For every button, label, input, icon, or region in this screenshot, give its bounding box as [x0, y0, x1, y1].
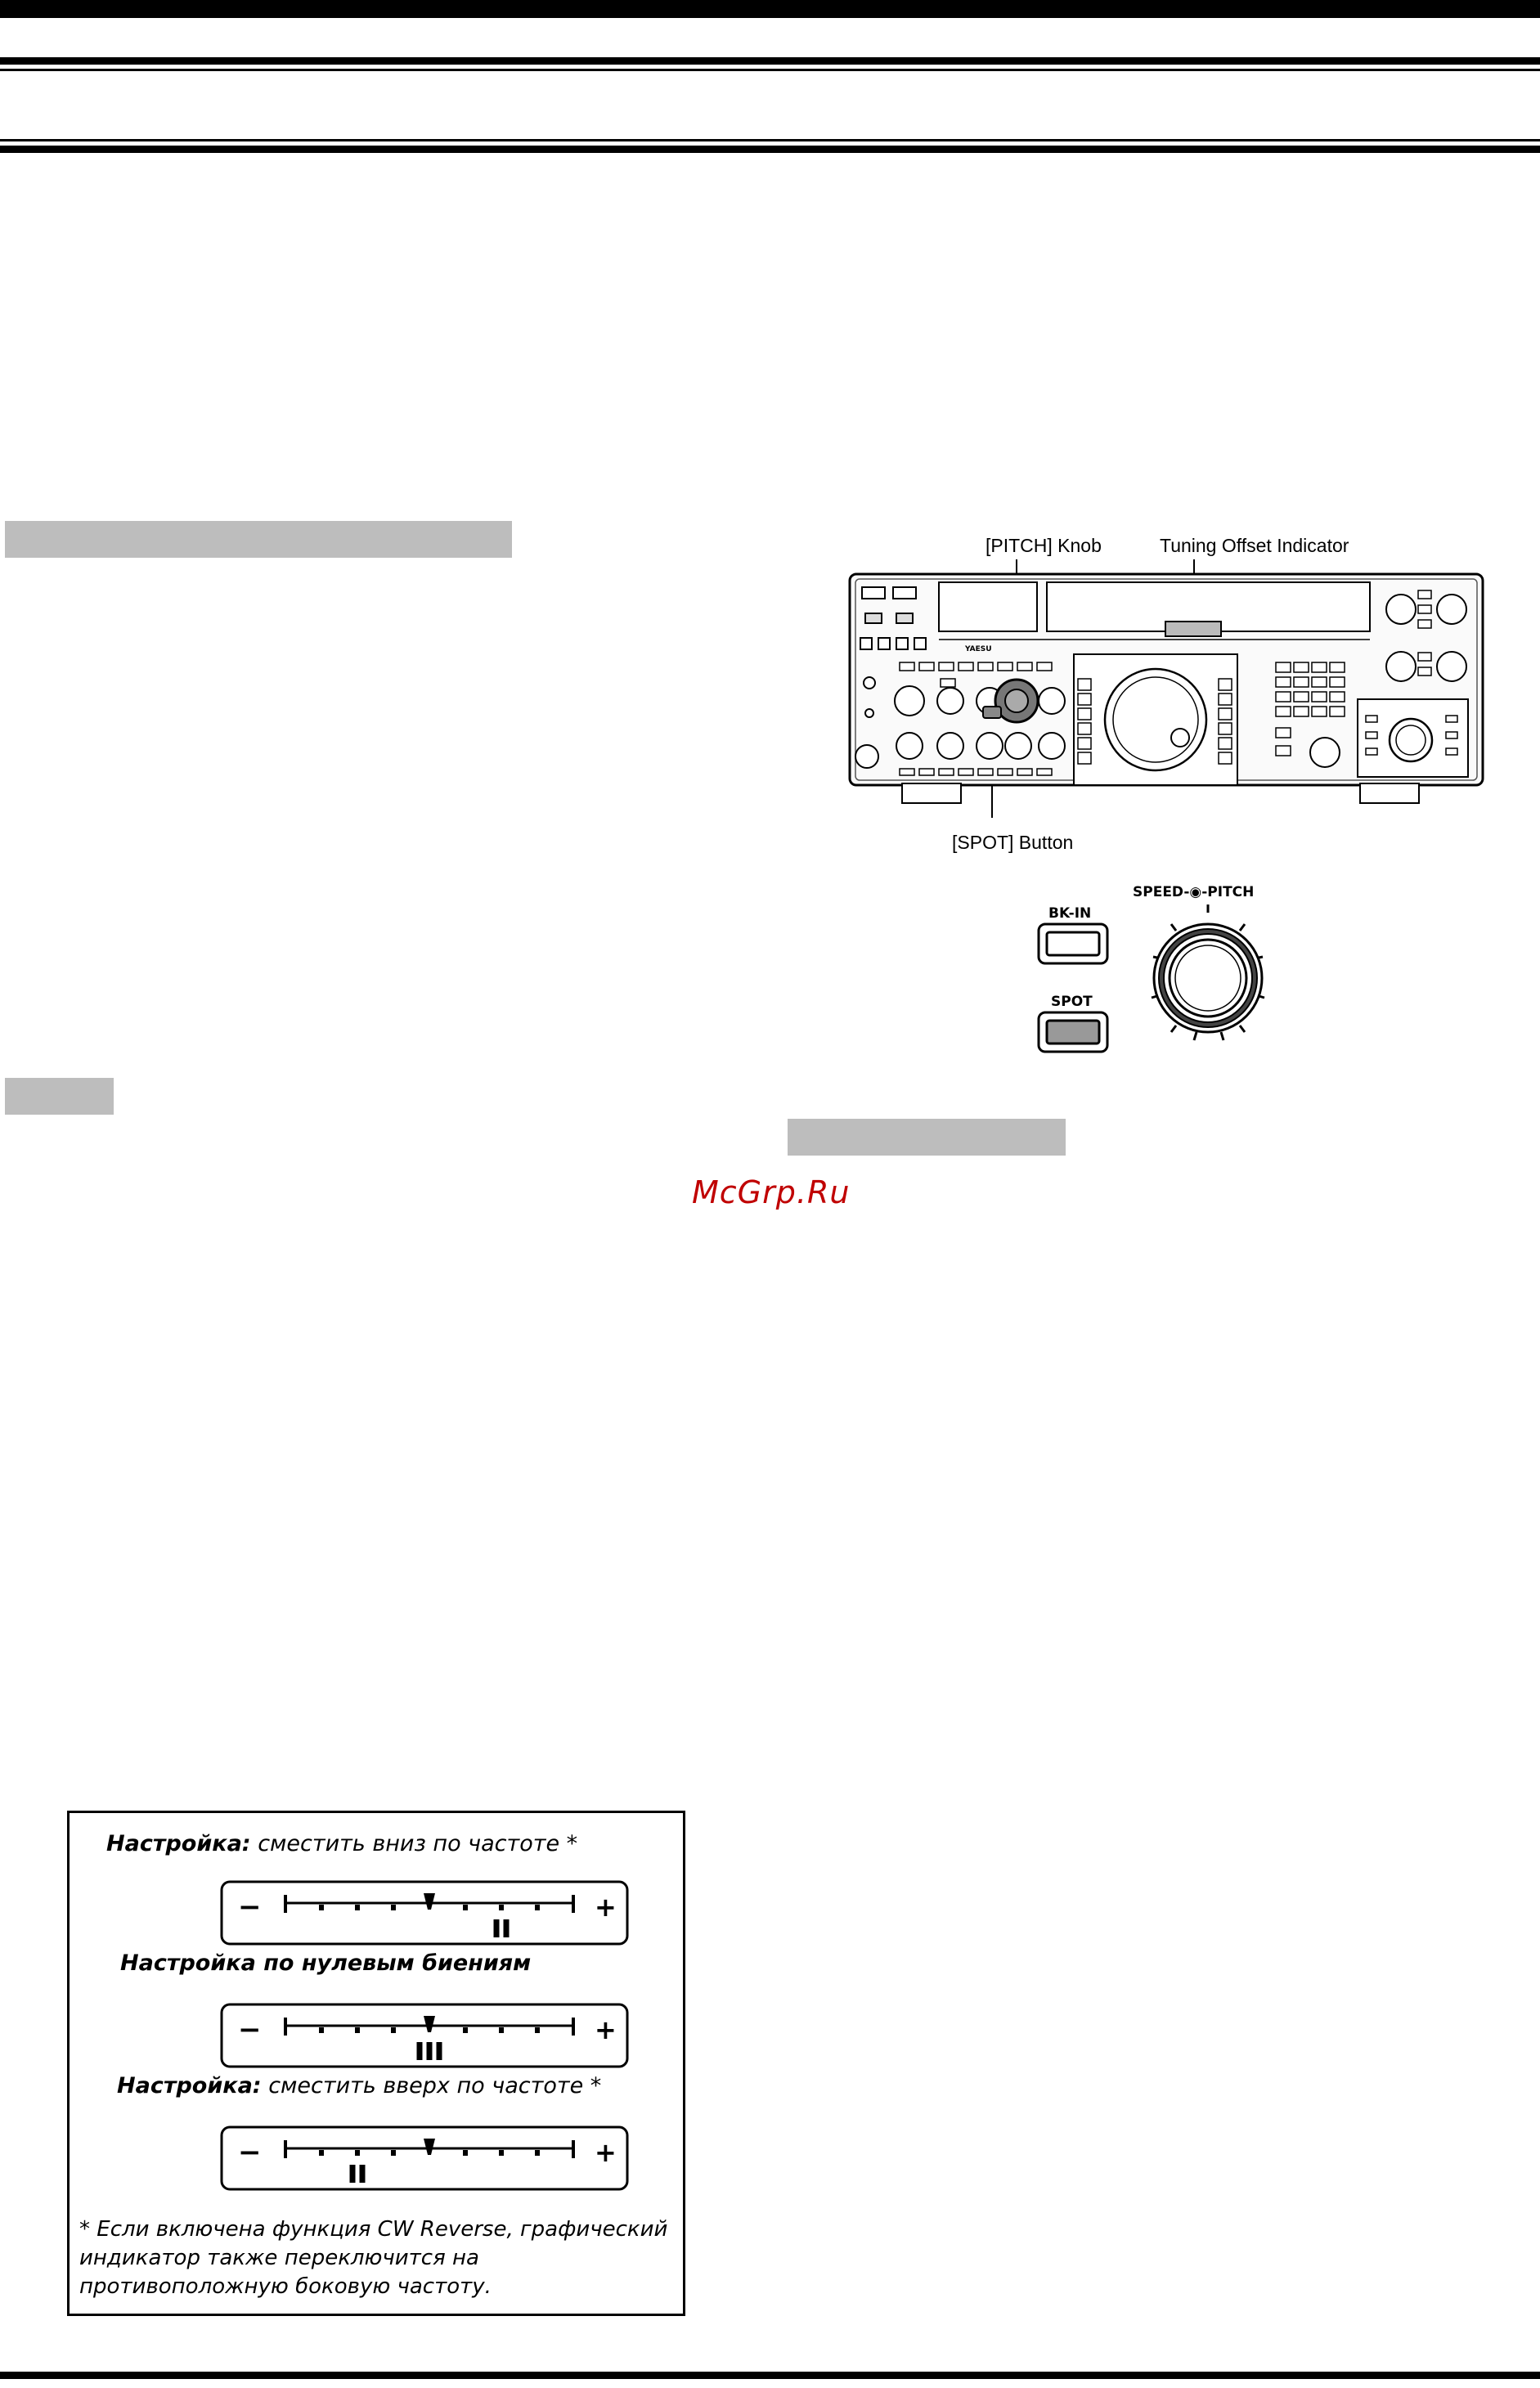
speed-pitch-label: SPEED-◉-PITCH: [1133, 884, 1254, 900]
footer-rule: [0, 2372, 1540, 2379]
plus-sign: +: [595, 2137, 617, 2168]
tuning-zero-beat-title: Настройка по нулевым биениям: [120, 1950, 531, 1976]
indicator-scale-down: −+: [220, 1880, 629, 1950]
plus-sign: +: [595, 1892, 617, 1923]
section-heading-bar-3: [788, 1119, 1066, 1156]
tuning-down-title-rest: сместить вниз по частоте *: [250, 1831, 578, 1856]
offset-indicator-bar: [349, 2165, 356, 2183]
plus-sign: +: [595, 2014, 617, 2045]
offset-indicator-bar: [426, 2042, 433, 2060]
spot-label: SPOT: [1051, 994, 1093, 1010]
indicator-scale-up: −+: [220, 2125, 629, 2196]
brand-text: YAESU: [964, 645, 992, 653]
spot-pitch-closeup-diagram: BK-IN SPOT SPEED-◉-PITCH: [1037, 884, 1265, 1053]
header-rule-upper-thick: [0, 57, 1540, 65]
scale-graphic-zero: −+: [220, 2003, 629, 2068]
section-heading-bar-1: [5, 521, 512, 558]
scale-graphic-up: −+: [220, 2125, 629, 2191]
radio-front-panel-diagram: YAESU: [848, 535, 1484, 853]
tuning-indicator-panel: Настройка: сместить вниз по частоте * −+…: [67, 1811, 685, 2316]
cw-reverse-note: * Если включена функция CW Reverse, граф…: [79, 2217, 668, 2299]
minus-sign: −: [238, 2013, 262, 2046]
radio-figure: YAESU: [842, 532, 1497, 859]
header-rule-lower-thick: [0, 146, 1540, 153]
scale-graphic-down: −+: [220, 1880, 629, 1946]
tuning-zero-beat-title-text: Настройка по нулевым биениям: [120, 1950, 532, 1976]
header-rule-lower-thin: [0, 139, 1540, 141]
offset-indicator-bar: [493, 1919, 500, 1937]
pitch-knob-label: [PITCH] Knob: [986, 535, 1102, 556]
watermark: McGrp.Ru: [692, 1174, 851, 1210]
minus-sign: −: [238, 1891, 262, 1923]
indicator-scale-zero: −+: [220, 2003, 629, 2073]
tuning-up-title-bold: Настройка:: [117, 2073, 262, 2098]
header-rule-upper-thin: [0, 69, 1540, 71]
bkin-label: BK-IN: [1048, 905, 1091, 922]
tuning-offset-indicator-label: Tuning Offset Indicator: [1160, 535, 1349, 556]
offset-indicator-bar: [503, 1919, 510, 1937]
offset-indicator-bar: [416, 2042, 423, 2060]
minus-sign: −: [238, 2136, 262, 2169]
header-top-bar: [0, 0, 1540, 18]
spot-button-label: [SPOT] Button: [952, 832, 1073, 853]
tuning-up-title-rest: сместить вверх по частоте *: [261, 2073, 602, 2098]
tuning-down-title: Настройка: сместить вниз по частоте *: [106, 1831, 577, 1856]
offset-indicator-bar: [436, 2042, 442, 2060]
spot-closeup-figure: BK-IN SPOT SPEED-◉-PITCH: [1030, 875, 1300, 1071]
offset-indicator-bar: [359, 2165, 366, 2183]
tuning-up-title: Настройка: сместить вверх по частоте *: [117, 2073, 601, 2098]
tuning-down-title-bold: Настройка:: [106, 1831, 251, 1856]
section-heading-bar-2: [5, 1078, 114, 1115]
